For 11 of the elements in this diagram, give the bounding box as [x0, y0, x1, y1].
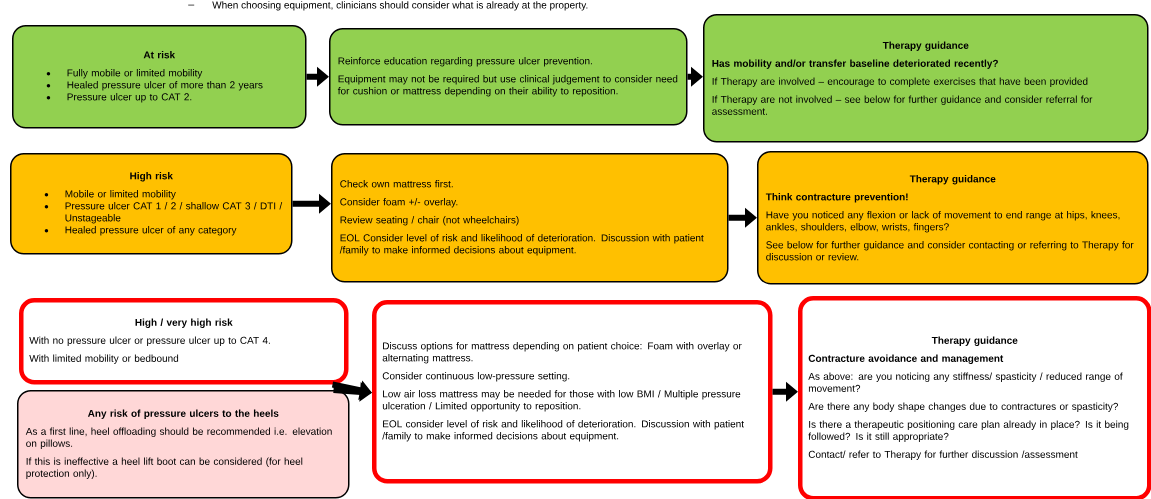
action-box: Discuss options for mattress depending on patient choice: Foam with overlay or alternating mattress. Consider continuous low-pressure setting. Low air loss mattress may be needed for those with low BMI / Multiple pressure ulceration / Limited opportunity to reposition. EOL consider level of risk and likelihood of deterioration. Discussion with patient /family to make informed decisions about equipment. [372, 300, 773, 484]
risk-box: High risk Mobile or limited mobility Pressure ulcer CAT 1 / 2 / shallow CAT 3 / DTI / Unstageable Healed pressure ulcer of any category [10, 153, 293, 255]
risk-box: At risk Fully mobile or limited mobility Healed pressure ulcer of more than 2 years Pressure ulcer up to CAT 2. [12, 25, 307, 129]
guidance-box: Therapy guidance Has mobility and/or transfer baseline deteriorated recently? If Therapy are involved – encourage to complete exercises that have been provided If Therapy are not involved – see below for further guidance and consider referral for assessment. [703, 14, 1149, 143]
guidance-box: Therapy guidance Think contracture prevention! Have you noticed any flexion or lack of movement to end range at hips, knees, ankles, shoulders, elbow, wrists, fingers? See below for further guidance and consider contacting or referring to Therapy for discussion or review. [757, 151, 1149, 285]
heel-risk-box: Any risk of pressure ulcers to the heels As a first line, heel offloading should be recommended i.e. elevation on pillows. If this is ineffective a heel lift boot can be considered (for heel protection only). [17, 390, 350, 499]
note-text: When choosing equipment, clinicians should consider what is already at the property. [187, 1, 588, 11]
guidance-box: Therapy guidance Contracture avoidance and management As above: are you noticing any stiffness/ spasticity / reduced range of movement? Are there any body shape changes due to contractures or spasticity? Is there a therapeutic positioning care plan already in place? Is it being followed? Is it still appropriate? Contact/ refer to Therapy for further discussion /assessment [798, 296, 1151, 499]
action-box: Reinforce education regarding pressure ulcer prevention. Equipment may not be required but use clinical judgement to consider need for cushion or mattress depending on their ability to reposition. [329, 28, 688, 126]
action-box: Check own mattress first. Consider foam +/- overlay. Review seating / chair (not wheelchairs) EOL Consider level of risk and likelihood of deterioration. Discussion with patient /family to make informed decisions about equipment. [331, 153, 729, 283]
risk-box: High / very high risk With no pressure ulcer or pressure ulcer up to CAT 4. With limited mobility or bedbound [19, 298, 349, 385]
